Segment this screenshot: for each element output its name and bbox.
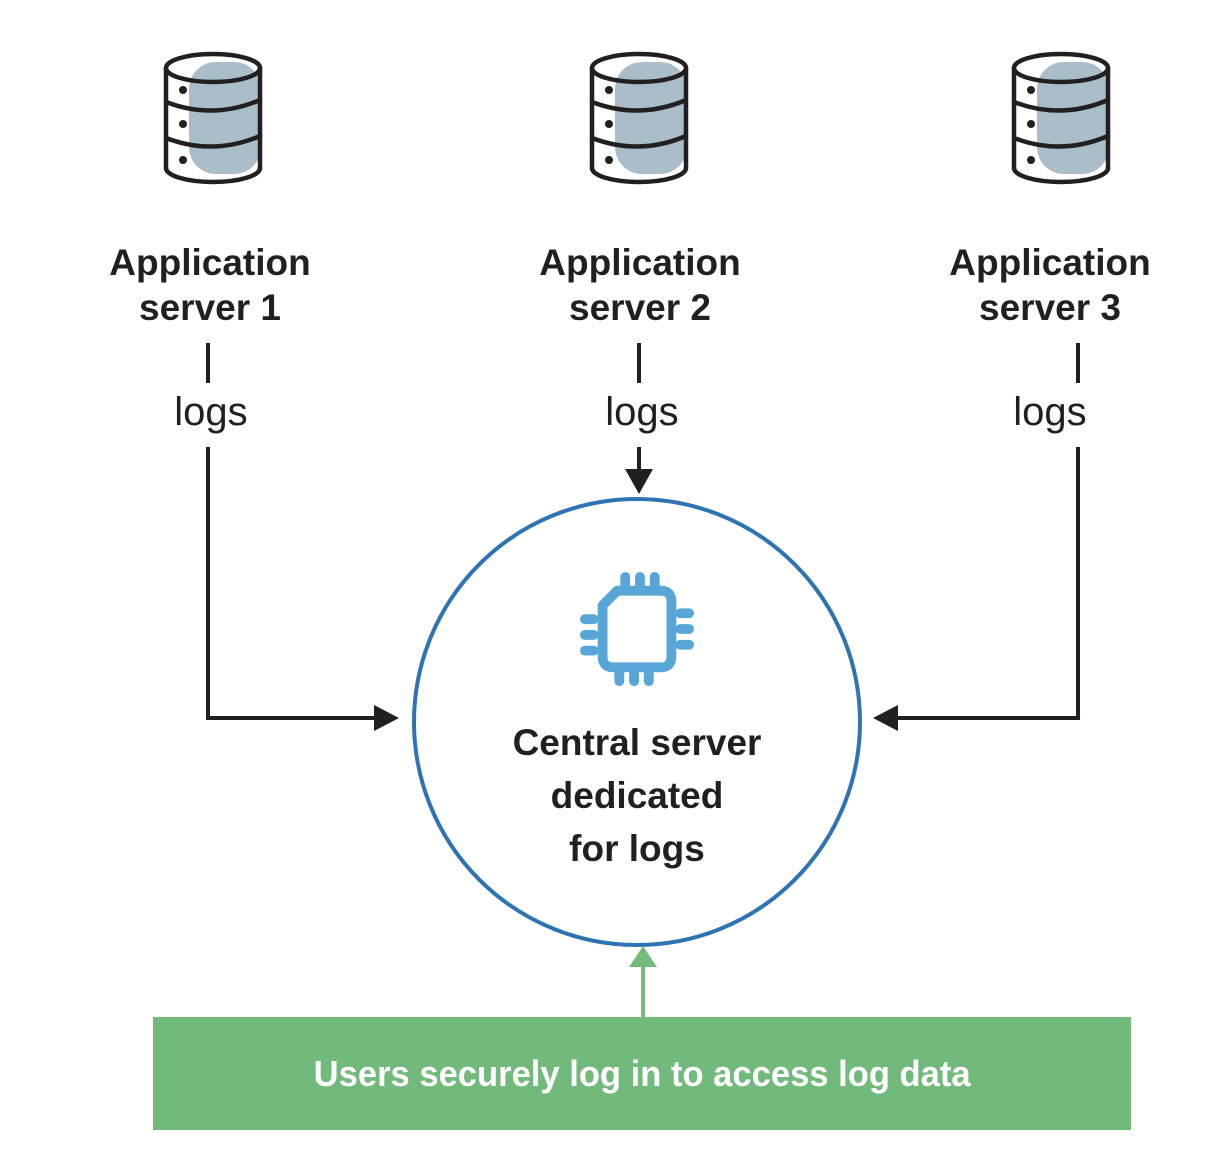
arrow-left-icon bbox=[873, 705, 898, 731]
connector-line bbox=[1076, 447, 1080, 720]
app-server-3-label: Application server 3 bbox=[949, 242, 1151, 328]
central-server-label: Central server dedicated for logs bbox=[512, 722, 762, 869]
connector-line bbox=[206, 716, 376, 720]
central-server-circle bbox=[412, 497, 862, 947]
cpu-chip-icon bbox=[579, 571, 695, 687]
database-icon bbox=[1011, 51, 1111, 185]
database-icon bbox=[163, 51, 263, 185]
logs-label: logs bbox=[605, 390, 679, 434]
users-access-banner-label: Users securely log in to access log data bbox=[313, 1052, 971, 1094]
logs-label: logs bbox=[1013, 390, 1087, 434]
arrow-up-icon bbox=[629, 946, 657, 967]
users-access-banner: Users securely log in to access log data bbox=[153, 1017, 1131, 1130]
arrow-right-icon bbox=[374, 705, 399, 731]
connector-line-green bbox=[641, 962, 645, 1018]
connector-line bbox=[637, 343, 641, 383]
connector-line bbox=[898, 716, 1080, 720]
arrow-down-icon bbox=[625, 469, 653, 494]
connector-line bbox=[637, 447, 641, 471]
logs-label: logs bbox=[174, 390, 248, 434]
connector-line bbox=[206, 343, 210, 383]
app-server-1-label: Application server 1 bbox=[109, 242, 311, 328]
app-server-2-label: Application server 2 bbox=[539, 242, 741, 328]
database-icon bbox=[589, 51, 689, 185]
connector-line bbox=[1076, 343, 1080, 383]
connector-line bbox=[206, 447, 210, 720]
